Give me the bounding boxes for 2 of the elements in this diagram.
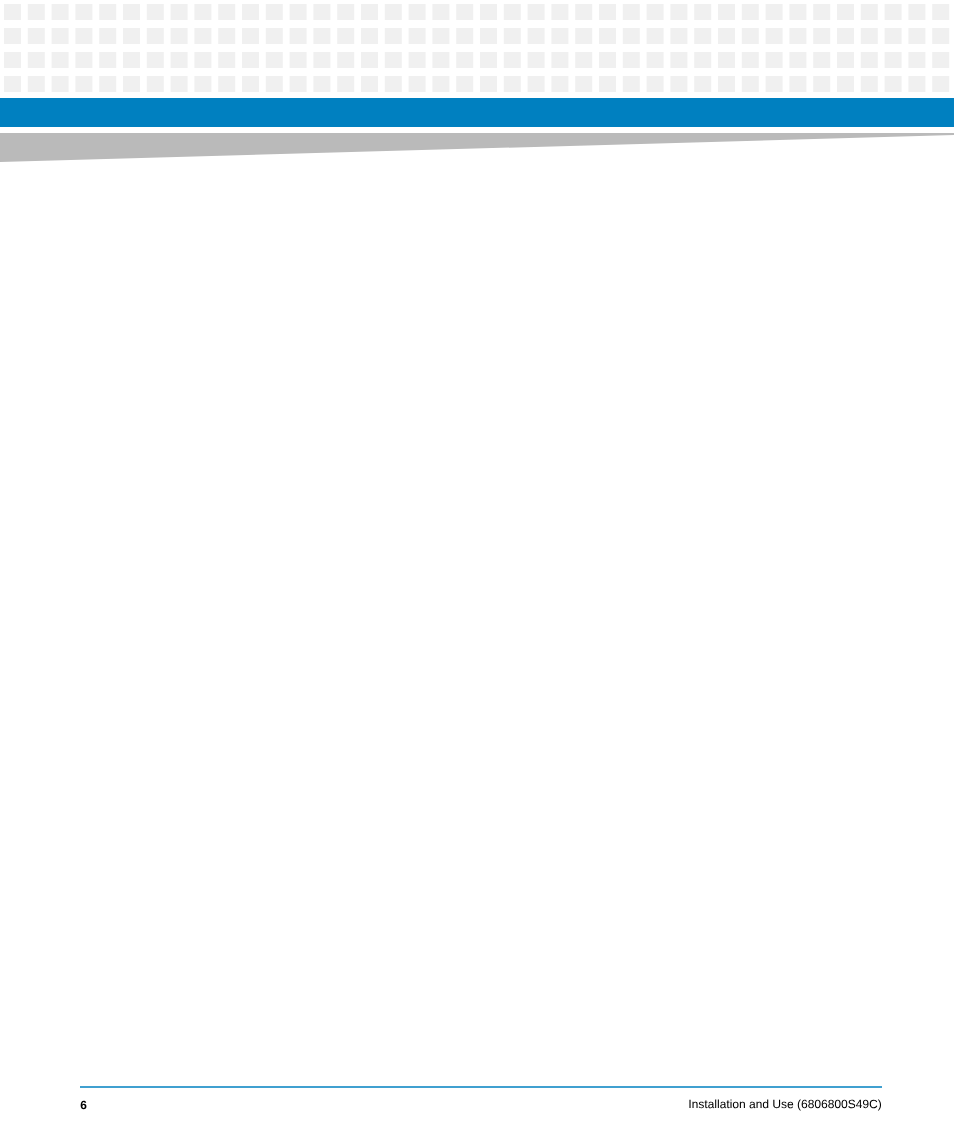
footer-text: Installation and Use (6806800S49C)	[689, 1099, 881, 1111]
page-number: 6	[80, 1100, 87, 1110]
